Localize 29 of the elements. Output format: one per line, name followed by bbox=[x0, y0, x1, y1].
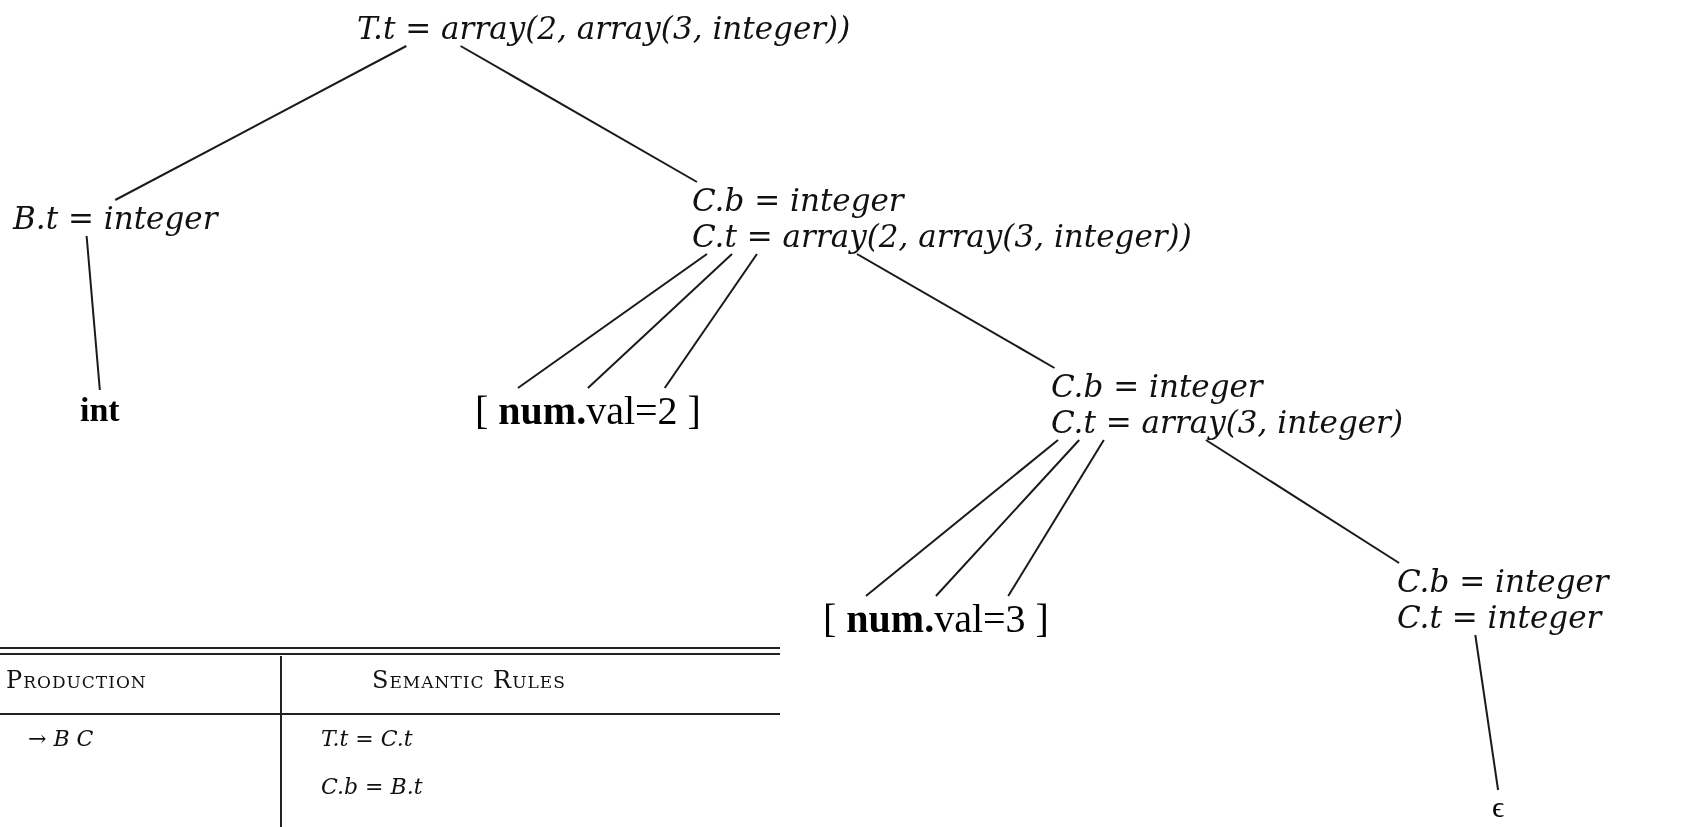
tree-edge bbox=[586, 253, 733, 389]
tree-edge bbox=[1474, 634, 1500, 791]
table-cell: T.t = C.t bbox=[321, 726, 413, 751]
terminal-text: [ num.val=2 ] bbox=[475, 388, 701, 434]
equation-text: C.b = integer bbox=[1397, 563, 1609, 599]
equation-text: C.t = array(3, integer) bbox=[1051, 404, 1404, 440]
tree-edge bbox=[516, 253, 708, 389]
equation-text: C.b = integer bbox=[692, 182, 904, 218]
table-cell: → B C bbox=[28, 726, 94, 751]
tree-edge bbox=[934, 439, 1081, 597]
terminal-text: int bbox=[80, 390, 120, 430]
epsilon-text: ϵ bbox=[1492, 790, 1505, 825]
equation-text: T.t = array(2, array(3, integer)) bbox=[357, 10, 851, 46]
column-header: Semantic Rules bbox=[372, 666, 566, 694]
tree-edge bbox=[864, 439, 1060, 597]
tree-edge bbox=[1007, 439, 1105, 597]
tree-edge bbox=[1204, 439, 1401, 564]
equation-text: C.b = integer bbox=[1051, 368, 1263, 404]
tree-edge bbox=[663, 253, 758, 389]
terminal-text: [ num.val=3 ] bbox=[823, 596, 1049, 642]
tree-edge bbox=[85, 235, 101, 391]
tree-edge bbox=[114, 45, 408, 201]
tree-edge bbox=[459, 45, 698, 183]
tree-edge bbox=[855, 253, 1056, 369]
equation-text: B.t = integer bbox=[13, 200, 218, 236]
table-cell: C.b = B.t bbox=[321, 774, 423, 799]
equation-text: C.t = array(2, array(3, integer)) bbox=[692, 218, 1192, 254]
column-header: Production bbox=[6, 666, 147, 694]
equation-text: C.t = integer bbox=[1397, 599, 1602, 635]
